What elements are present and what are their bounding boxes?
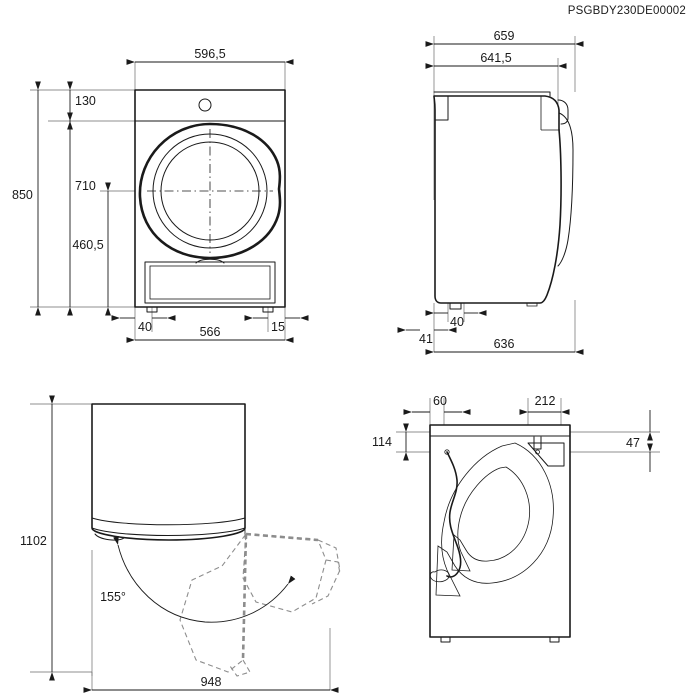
dim-label: 948 xyxy=(201,675,222,689)
side-cabinet-outline xyxy=(433,95,562,304)
top-view-extension-lines xyxy=(30,403,331,690)
dim-label: 596,5 xyxy=(194,47,225,61)
rear-foot-right xyxy=(549,636,560,643)
side-foot-front xyxy=(526,303,538,307)
dim-label: 566 xyxy=(200,325,221,339)
rear-tub-outer-outline xyxy=(435,442,554,597)
rear-plug xyxy=(429,569,450,583)
dim-side-depth-door: 641,5 xyxy=(425,51,567,69)
dim-front-body-height: 710 xyxy=(67,112,96,316)
rear-cabinet-outline xyxy=(429,424,571,638)
front-foot-right xyxy=(262,306,274,313)
dim-label: 60 xyxy=(433,394,447,408)
side-view: 659 641,5 40 41 636 xyxy=(397,29,584,355)
dim-label: 41 xyxy=(419,332,433,346)
dim-rear-vent-width: 212 xyxy=(519,394,570,415)
rear-hose-connector-box xyxy=(527,442,565,467)
dim-rear-cable-height: 114 xyxy=(372,423,409,461)
side-foot-rear xyxy=(449,302,462,310)
dim-label: 114 xyxy=(372,435,392,449)
filter-drawer-inner xyxy=(149,265,271,300)
dim-label: 212 xyxy=(535,394,556,408)
side-door-handle xyxy=(557,99,569,125)
front-foot-left xyxy=(146,306,158,313)
front-cabinet-outline xyxy=(134,89,286,308)
door-ghost-edge-a xyxy=(229,659,251,677)
dim-front-foot-spacing: 566 xyxy=(126,325,294,343)
dim-front-foot-right: 15 xyxy=(244,315,309,334)
dim-label: 40 xyxy=(138,320,152,334)
dim-side-cabinet-depth: 636 xyxy=(425,337,584,355)
dim-side-foot-width: 40 xyxy=(425,310,487,329)
dim-side-depth-handle: 659 xyxy=(425,29,584,47)
side-door-profile xyxy=(557,112,574,267)
rear-power-cable xyxy=(446,451,462,578)
dim-label: 850 xyxy=(12,188,33,202)
rear-foot-left xyxy=(440,636,451,643)
dim-rear-cable-offset: 60 xyxy=(403,394,471,415)
dim-label: 130 xyxy=(75,94,96,108)
dim-label: 636 xyxy=(494,337,515,351)
door-ghost-body-a xyxy=(242,533,327,613)
rear-hose-connector-spigot xyxy=(533,436,542,450)
top-cabinet-outline xyxy=(91,403,246,541)
dim-rear-top-panel-depth: 47 xyxy=(626,410,653,472)
door-ghost-edge-b xyxy=(325,559,341,575)
dim-label: 40 xyxy=(450,315,464,329)
rear-tub-inner-outline xyxy=(451,466,530,572)
rear-view: 60 212 114 47 xyxy=(372,394,660,643)
dim-front-foot-left: 40 xyxy=(111,315,176,334)
drawing-number: PSGBDY230DE00002 xyxy=(567,5,686,17)
side-rear-panel-edge xyxy=(434,95,449,121)
door-ghost-body-b xyxy=(179,532,247,673)
dim-top-depth-open-door: 1102 xyxy=(20,395,55,681)
dim-side-foot-offset: 41 xyxy=(397,327,457,346)
dim-front-total-height: 850 xyxy=(12,81,41,316)
dim-top-swing-clearance: 948 xyxy=(83,675,339,693)
side-rear-top-lip xyxy=(433,91,551,97)
top-front-curve-seam xyxy=(91,517,246,526)
door-ghost-positions xyxy=(179,532,341,677)
front-view: 596,5 130 710 850 460,5 40 xyxy=(12,47,309,343)
filter-drawer-panel xyxy=(144,261,276,304)
dim-label: 460,5 xyxy=(72,238,103,252)
dim-label: 641,5 xyxy=(480,51,511,65)
top-front-door-edge xyxy=(91,527,246,536)
dim-door-open-angle: 155° xyxy=(100,536,296,623)
dim-front-width: 596,5 xyxy=(126,47,294,65)
door-bezel-outer xyxy=(138,122,282,260)
door-ghost-body-c xyxy=(311,539,341,605)
control-knob-icon xyxy=(198,98,212,112)
dim-label: 1102 xyxy=(20,534,47,548)
angle-arc xyxy=(113,536,296,623)
dim-label: 15 xyxy=(271,320,285,334)
rear-cable-outlet-point xyxy=(444,449,450,455)
dim-front-door-centre-height: 460,5 xyxy=(72,182,111,316)
dim-label: 155° xyxy=(100,590,126,604)
dim-label: 47 xyxy=(626,436,640,450)
dim-label: 710 xyxy=(75,179,96,193)
dim-label: 659 xyxy=(494,29,515,43)
top-view-door-swing: 1102 948 155° xyxy=(20,395,341,693)
rear-spigot-centre xyxy=(535,449,540,455)
dim-front-panel-height: 130 xyxy=(67,81,96,130)
